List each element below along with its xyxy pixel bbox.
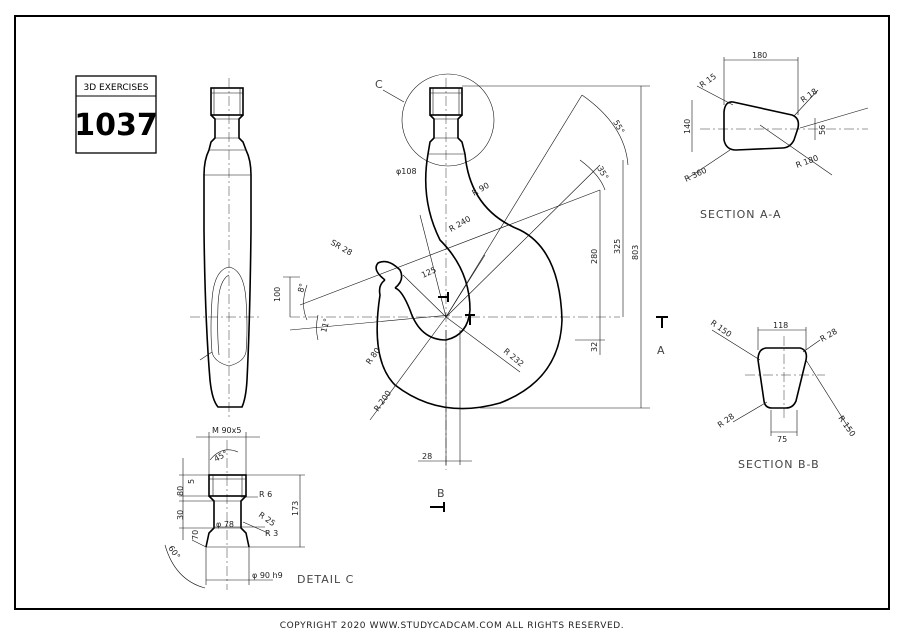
dim-280: 280	[590, 249, 599, 264]
dim-c-5: 5	[187, 479, 196, 484]
dim-32: 32	[590, 342, 599, 352]
dim-a-r15: R 15	[698, 72, 718, 90]
title-box-label: 3D EXERCISES	[84, 83, 149, 93]
dim-100: 100	[273, 287, 282, 302]
dim-a-r18: R 18	[799, 87, 819, 105]
dim-r232: R 232	[502, 347, 526, 369]
dim-c-173: 173	[291, 501, 300, 516]
dim-a-r180: R 180	[795, 153, 820, 169]
dim-r240: R 240	[448, 214, 473, 233]
dim-125: 125	[420, 265, 438, 280]
dim-a-180: 180	[752, 51, 767, 60]
dim-c-r25: R 25	[257, 510, 277, 528]
dim-r200: R 200	[372, 389, 393, 413]
hook-front-view: C	[273, 73, 668, 512]
section-a-a-title: SECTION A-A	[700, 208, 782, 221]
dim-d108: φ108	[396, 167, 417, 176]
section-b-b-title: SECTION B-B	[738, 458, 820, 471]
dim-a-r360: R 360	[683, 166, 708, 184]
dim-8deg: 8°	[296, 282, 307, 293]
section-a-cut-label: A	[657, 344, 666, 357]
dim-35deg: 35°	[595, 165, 610, 182]
dim-803: 803	[631, 245, 640, 260]
dim-c-r3: R 3	[265, 529, 278, 538]
dim-sr28: SR 28	[329, 238, 354, 257]
dim-b-r28-bottom: R 28	[716, 412, 736, 430]
dim-55deg: 55°	[611, 119, 626, 136]
dim-b-118: 118	[773, 321, 788, 330]
dim-c-70: 70	[191, 530, 200, 540]
hook-side-view	[190, 78, 262, 420]
dim-28: 28	[422, 452, 432, 461]
dim-b-r28-top: R 28	[819, 327, 839, 344]
dim-c-r6: R 6	[259, 490, 272, 499]
exercise-number: 1037	[74, 108, 158, 143]
dim-c-d78: φ 78	[216, 520, 234, 529]
detail-c-callout: C	[375, 78, 384, 91]
dim-b-75: 75	[777, 435, 787, 444]
dim-r90: R 90	[471, 181, 491, 198]
section-b-cut-label: B	[437, 487, 446, 500]
dim-a-140: 140	[683, 119, 692, 134]
dim-11deg: 11°	[319, 317, 331, 333]
dim-c-d90h9: φ 90 h9	[252, 571, 283, 580]
title-box: 3D EXERCISES 1037	[74, 75, 158, 154]
dim-c-60deg: 60°	[166, 544, 182, 561]
drawing-border	[14, 15, 890, 610]
dim-a-56: 56	[818, 125, 827, 135]
detail-c-title: DETAIL C	[297, 573, 354, 586]
section-b-b: 118 R 150 R 28 R 28 75 R 150 SECTION B-B	[709, 318, 857, 471]
detail-c-view: M 90x5 45° 5 80 30 70 R 6 R 25 φ 78 R 3 …	[164, 426, 354, 590]
dim-c-80: 80	[176, 486, 185, 496]
dim-325: 325	[613, 239, 622, 254]
copyright-notice: COPYRIGHT 2020 WWW.STUDYCADCAM.COM ALL R…	[280, 621, 625, 631]
section-a-a: 180 R 15 R 18 140 56 R 360 R 180 SECTION…	[683, 51, 869, 221]
dim-c-thread: M 90x5	[212, 426, 241, 435]
dim-b-r150-bottom: R 150	[836, 414, 857, 438]
dim-c-30: 30	[176, 510, 185, 520]
